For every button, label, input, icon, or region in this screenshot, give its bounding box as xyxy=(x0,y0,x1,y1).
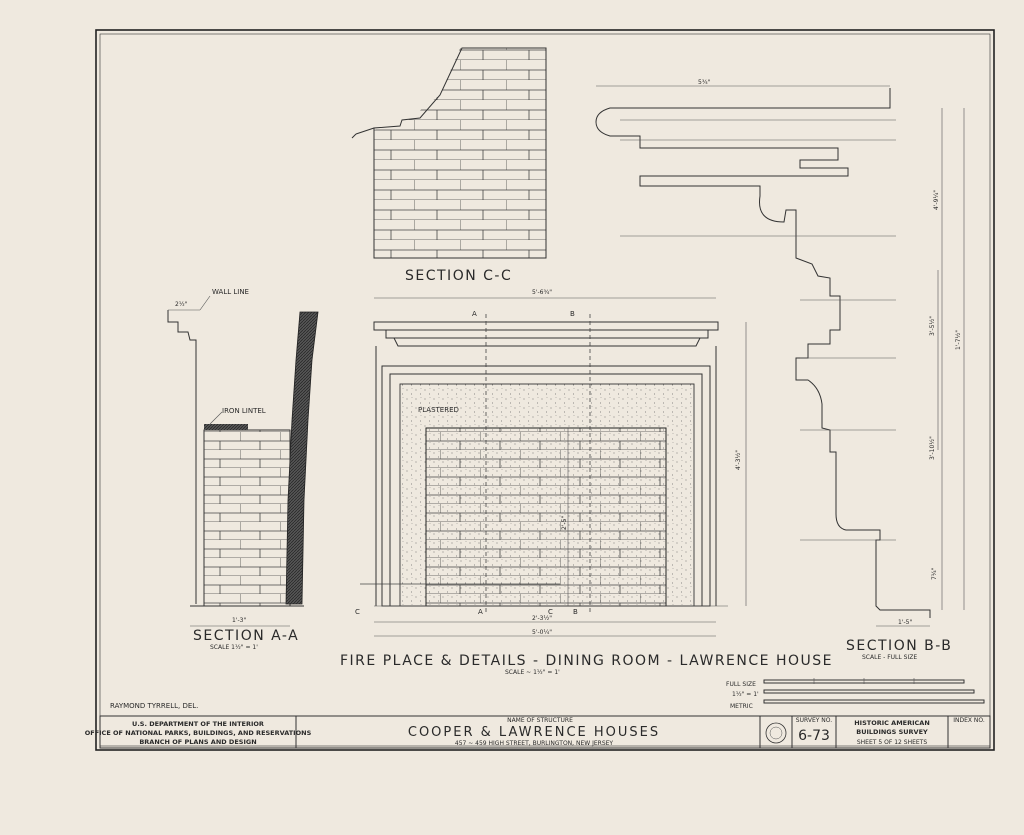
habs-line1: HISTORIC AMERICAN xyxy=(854,719,930,727)
profile-top-dim: 5¾" xyxy=(698,79,711,86)
plastered-label: PLASTERED xyxy=(418,406,459,414)
survey-number: 6-73 xyxy=(798,728,830,744)
delineator: RAYMOND TYRRELL, DEL. xyxy=(110,702,198,710)
cut-c-left: C xyxy=(355,608,360,616)
title-block: U.S. DEPARTMENT OF THE INTERIOR OFFICE O… xyxy=(85,715,991,749)
section-cc-title: SECTION C-C xyxy=(405,268,512,284)
main-scale: SCALE ~ 1½" = 1' xyxy=(505,669,560,676)
opening-height-dim: 2'-5" xyxy=(561,516,568,530)
main-title: FIRE PLACE & DETAILS - DINING ROOM - LAW… xyxy=(340,653,833,669)
index-label: INDEX NO. xyxy=(953,717,985,724)
sheet-number: 5 xyxy=(878,739,882,746)
section-aa-width-dim: 1'-3" xyxy=(232,617,246,624)
sheet-prefix: SHEET xyxy=(857,739,877,746)
agency-line3: BRANCH OF PLANS AND DESIGN xyxy=(139,738,256,746)
scale-metric: METRIC xyxy=(730,703,753,710)
structure-address: 457 ~ 459 HIGH STREET, BURLINGTON, NEW J… xyxy=(455,740,614,747)
survey-seal xyxy=(765,722,787,744)
overall-top-dim: 5'-6¾" xyxy=(532,289,552,296)
scale-ratio: 1½" = 1' xyxy=(732,691,759,698)
habs-line2: BUILDINGS SURVEY xyxy=(856,728,928,736)
profile-base-dim: 7¼" xyxy=(931,567,938,580)
cut-b-top: B xyxy=(570,310,575,318)
section-aa: 2½" WALL LINE IRON LINTEL 1'-3" SECTION … xyxy=(167,288,319,651)
scale-full-size: FULL SIZE xyxy=(726,681,756,688)
profile-upper-dim: 3'-5½" xyxy=(929,316,936,336)
sheet-number-line: SHEET 5 OF 12 SHEETS xyxy=(857,739,927,746)
scale-bar: FULL SIZE 1½" = 1' METRIC xyxy=(726,678,985,710)
survey-label: SURVEY NO. xyxy=(796,717,832,724)
outer-border xyxy=(95,29,995,751)
cut-a-top: A xyxy=(472,310,477,318)
iron-lintel xyxy=(204,424,248,430)
section-bb-title: SECTION B-B xyxy=(846,638,952,654)
structure-name: COOPER & LAWRENCE HOUSES xyxy=(408,725,660,740)
agency-line2: OFFICE OF NATIONAL PARKS, BUILDINGS, AND… xyxy=(85,729,312,737)
section-aa-title: SECTION A-A xyxy=(193,628,299,644)
wall-hatch xyxy=(285,311,319,605)
sheet-of: OF xyxy=(884,739,893,746)
iron-lintel-label: IRON LINTEL xyxy=(222,407,266,415)
profile-mid-dim: 1'-7½" xyxy=(955,330,962,350)
section-aa-scale: SCALE 1½" = 1' xyxy=(210,644,258,651)
section-aa-offset-dim: 2½" xyxy=(175,301,188,308)
inner-border xyxy=(99,33,991,747)
structure-label: NAME OF STRUCTURE xyxy=(507,717,573,724)
cut-a-bottom: A xyxy=(478,608,483,616)
agency-line1: U.S. DEPARTMENT OF THE INTERIOR xyxy=(132,720,264,728)
section-cc: SECTION C-C xyxy=(351,40,547,284)
cut-b-bottom: B xyxy=(573,608,578,616)
profile-lower-dim: 3'-10½" xyxy=(929,436,936,460)
profile-height-dim: 4'-9¼" xyxy=(933,190,940,210)
section-bb: 5¾" 4'-9¼" 1'-7½" 3'-5½" 3'-10½" 7¼" 1'-… xyxy=(595,79,965,661)
wall-line-label: WALL LINE xyxy=(212,288,249,296)
sheet-total: 12 xyxy=(894,739,902,746)
overall-bottom-dim: 5'-0¼" xyxy=(532,629,552,636)
profile-foot-dim: 1'-5" xyxy=(898,619,912,626)
section-bb-scale: SCALE - FULL SIZE xyxy=(862,654,917,661)
cut-c-mid: C xyxy=(548,608,553,616)
sheet-suffix: SHEETS xyxy=(904,739,928,746)
height-dim: 4'-3½" xyxy=(735,450,742,470)
fireplace-elevation: 5'-6¾" PLASTERED A B A B C C 2'-3½" 5'-0… xyxy=(340,289,833,676)
opening-width-dim: 2'-3½" xyxy=(532,615,552,622)
